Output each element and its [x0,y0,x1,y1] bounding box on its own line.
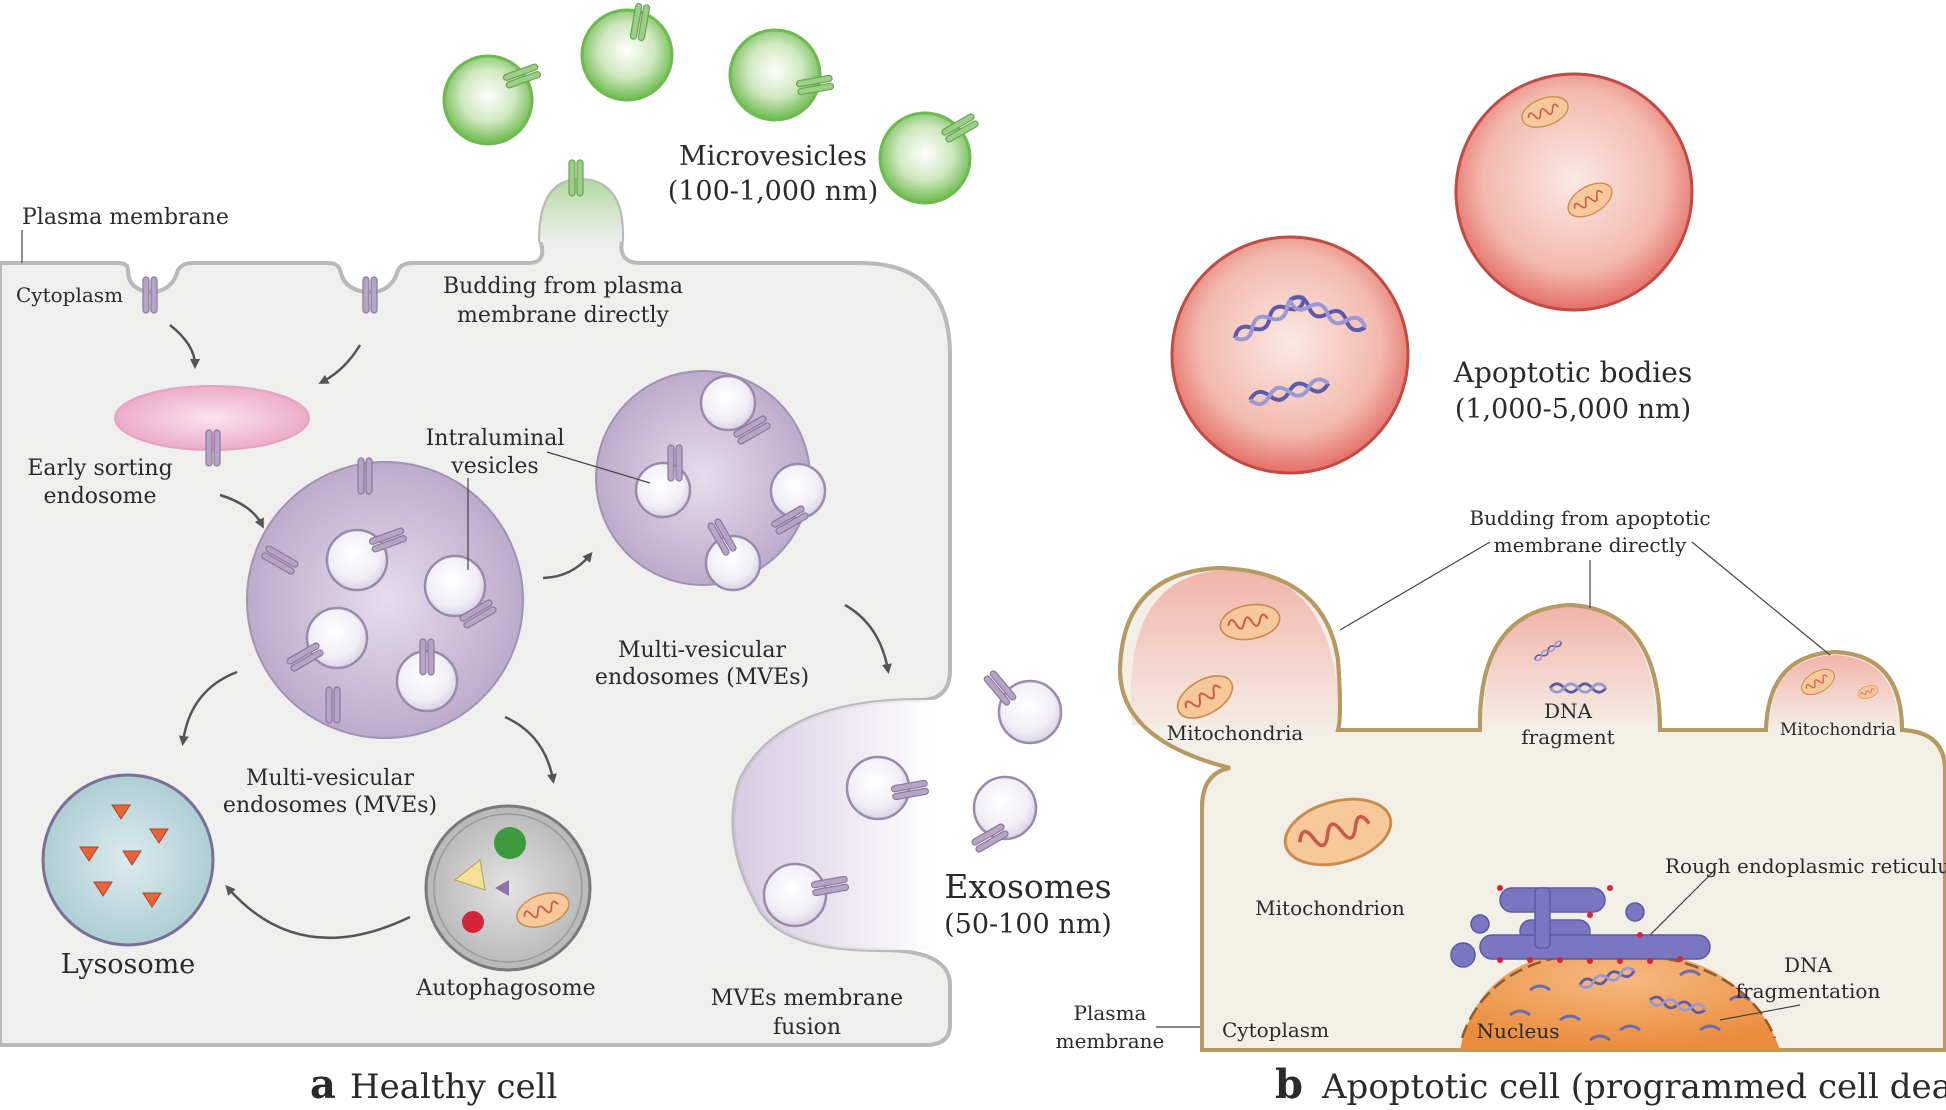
mitochondrion-label: Mitochondrion [1255,896,1405,920]
mitochondria-right-label: Mitochondria [1780,720,1896,740]
apoptotic-bud-middle [1483,607,1656,728]
panel-b-title: Apoptotic cell (programmed cell death) [1321,1067,1946,1107]
dna-fragmentation-label-line1: DNA [1784,953,1833,977]
budding-label-line2: membrane directly [457,303,669,328]
mve-lower-label-line2: endosomes (MVEs) [223,793,437,818]
exosomes-size-label: (50-100 nm) [944,909,1112,940]
healthy-cell-panel: Plasma membrane Cytoplasm Budding from p… [0,2,1112,1108]
apoptotic-bud-right [1770,655,1898,728]
dna-fragmentation-label-line2: fragmentation [1736,979,1881,1003]
budding-label-line1: Budding from plasma [443,274,683,299]
lysosome-label: Lysosome [61,949,196,980]
apoptotic-bodies-label: Apoptotic bodies [1453,356,1692,389]
early-sorting-label-line2: endosome [44,484,157,509]
early-sorting-label-line1: Early sorting [27,456,172,481]
plasma-membrane-b-label-line1: Plasma [1074,1001,1147,1025]
mitochondria-left-label: Mitochondria [1167,721,1304,745]
mve-upper-label-line2: endosomes (MVEs) [595,665,809,690]
apoptotic-size-label: (1,000-5,000 nm) [1455,394,1691,425]
apoptotic-budding-label-line1: Budding from apoptotic [1469,506,1710,530]
autophagosome-label: Autophagosome [415,976,595,1001]
dna-fragment-label-line1: DNA [1544,699,1593,723]
microvesicles-label: Microvesicles [679,141,867,172]
apoptotic-budding-label-line2: membrane directly [1494,533,1687,557]
plasma-membrane-label: Plasma membrane [22,205,229,230]
panel-a-letter: a [310,1061,336,1108]
nucleus-label: Nucleus [1477,1019,1560,1043]
apoptotic-cell-panel: Apoptotic bodies (1,000-5,000 nm) [1056,72,1946,1108]
panel-b-letter: b [1275,1061,1303,1108]
intraluminal-label-line2: vesicles [450,454,538,479]
pathway-arrows [169,324,892,940]
panel-a-title: Healthy cell [350,1067,557,1107]
plasma-membrane-b-label-line2: membrane [1056,1029,1165,1053]
mve-lower-label-line1: Multi-vesicular [246,766,414,791]
lysosome [41,773,215,947]
exosomes-label: Exosomes [944,867,1111,906]
intraluminal-label-line1: Intraluminal [426,426,565,451]
apoptotic-body-large [1454,72,1694,312]
microvesicles [442,2,980,205]
mves-fusion-label-line2: fusion [773,1015,841,1040]
rough-endoplasmic-reticulum [1450,887,1711,968]
apoptotic-body-dna [1170,235,1410,475]
rough-er-label: Rough endoplasmic reticulum [1665,854,1946,878]
mves-fusion-label-line1: MVEs membrane [711,986,903,1011]
mve-upper-label-line1: Multi-vesicular [618,638,786,663]
exosomes [762,669,1063,928]
dna-fragment-label-line2: fragment [1521,725,1614,749]
microvesicles-size-label: (100-1,000 nm) [668,176,879,207]
cytoplasm-label: Cytoplasm [16,283,123,307]
cytoplasm-b-label: Cytoplasm [1222,1018,1329,1042]
apoptotic-bud-left [1130,570,1339,730]
budding-vesicle [540,180,623,242]
